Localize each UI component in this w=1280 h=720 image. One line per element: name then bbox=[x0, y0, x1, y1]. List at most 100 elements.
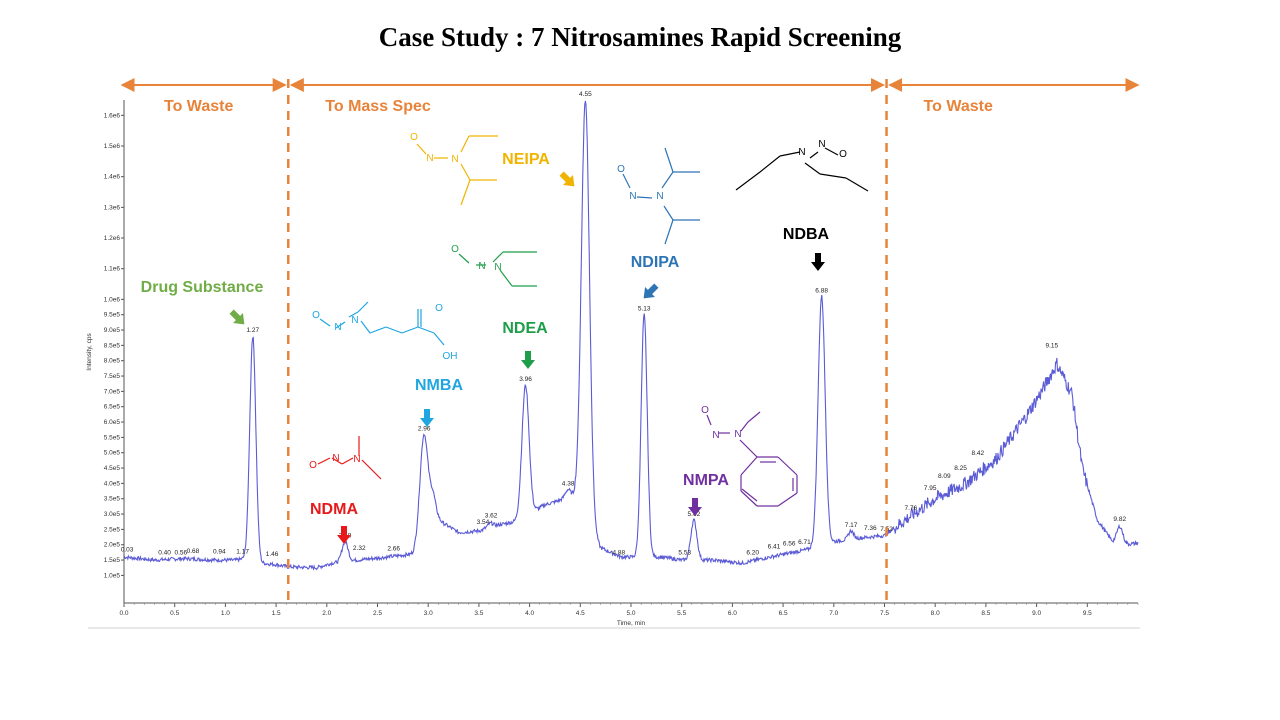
x-tick-label: 9.0 bbox=[1032, 610, 1041, 617]
bond bbox=[741, 488, 758, 502]
y-tick-label: 4.5e5 bbox=[104, 465, 121, 472]
bond bbox=[369, 326, 387, 334]
atom-label: N bbox=[494, 262, 501, 273]
y-tick-label: 7.0e5 bbox=[104, 388, 121, 395]
atom-label: N bbox=[818, 139, 825, 150]
peak-rt-label: 4.88 bbox=[613, 550, 626, 557]
peak-rt-label: 4.38 bbox=[562, 481, 575, 488]
peak-rt-label: 0.68 bbox=[187, 548, 200, 555]
bond bbox=[385, 326, 403, 334]
y-tick-label: 5.0e5 bbox=[104, 450, 121, 457]
bond bbox=[777, 492, 798, 507]
peak-rt-label: 7.36 bbox=[864, 525, 877, 532]
peak-rt-label: 0.40 bbox=[158, 550, 171, 557]
y-tick-label: 8.5e5 bbox=[104, 342, 121, 349]
x-tick-label: 7.0 bbox=[829, 610, 838, 617]
x-axis-title: Time, min bbox=[617, 620, 646, 627]
bond bbox=[417, 326, 435, 334]
peak-rt-label: 9.15 bbox=[1045, 343, 1058, 350]
y-tick-label: 6.0e5 bbox=[104, 419, 121, 426]
x-tick-label: 0.0 bbox=[119, 610, 128, 617]
x-tick-label: 3.0 bbox=[424, 610, 433, 617]
bond bbox=[335, 321, 346, 329]
y-tick-label: 9.0e5 bbox=[104, 327, 121, 334]
bond bbox=[819, 173, 847, 179]
bond bbox=[361, 459, 382, 480]
peak-rt-label: 0.03 bbox=[121, 546, 134, 553]
x-tick-label: 7.5 bbox=[880, 610, 889, 617]
bond bbox=[458, 253, 470, 264]
atom-label: O bbox=[701, 405, 709, 416]
y-tick-label: 1.0e5 bbox=[104, 572, 121, 579]
bond bbox=[636, 196, 653, 199]
peak-rt-label: 7.17 bbox=[845, 522, 858, 529]
bond bbox=[777, 456, 798, 476]
bond bbox=[460, 179, 471, 206]
peak-rt-label: 7.76 bbox=[905, 505, 918, 512]
bond bbox=[401, 326, 419, 334]
peak-rt-label: 3.54 bbox=[477, 519, 490, 526]
compound-label-nmba: NMBA bbox=[415, 377, 463, 394]
peak-rt-label: 8.42 bbox=[971, 450, 984, 457]
y-tick-label: 2.5e5 bbox=[104, 526, 121, 533]
x-tick-label: 2.5 bbox=[373, 610, 382, 617]
y-tick-label: 6.5e5 bbox=[104, 404, 121, 411]
x-tick-label: 6.0 bbox=[728, 610, 737, 617]
bond bbox=[460, 135, 470, 153]
atom-label: N bbox=[798, 147, 805, 158]
bond bbox=[317, 457, 331, 465]
bond bbox=[357, 301, 369, 313]
bond bbox=[499, 269, 513, 287]
atom-label: N bbox=[451, 154, 458, 165]
bond bbox=[824, 147, 839, 156]
compound-label-neipa: NEIPA bbox=[502, 151, 550, 168]
compound-arrow-ndea bbox=[521, 351, 535, 369]
peak-rt-label: 9.82 bbox=[1113, 516, 1126, 523]
bond bbox=[348, 311, 359, 318]
bond bbox=[809, 151, 819, 159]
peak-rt-label: 0.56 bbox=[174, 550, 187, 557]
y-tick-label: 8.0e5 bbox=[104, 358, 121, 365]
x-tick-label: 1.0 bbox=[221, 610, 230, 617]
x-tick-label: 0.5 bbox=[170, 610, 179, 617]
x-tick-label: 5.5 bbox=[677, 610, 686, 617]
structure-ndba: NNO bbox=[735, 139, 869, 192]
compound-arrow-nmba bbox=[420, 409, 434, 427]
peak-rt-label: 6.88 bbox=[815, 287, 828, 294]
atom-label: N bbox=[478, 261, 485, 272]
y-tick-label: 1.6e6 bbox=[104, 112, 121, 119]
peak-rt-label: 1.46 bbox=[266, 551, 279, 558]
bond bbox=[622, 173, 631, 189]
bond bbox=[341, 457, 354, 465]
bond bbox=[433, 332, 445, 346]
peak-rt-label: 1.27 bbox=[246, 327, 259, 334]
y-tick-label: 1.4e6 bbox=[104, 174, 121, 181]
atom-label: N bbox=[332, 453, 339, 464]
y-axis-title: Intensity, cps bbox=[86, 333, 93, 371]
x-tick-label: 4.0 bbox=[525, 610, 534, 617]
bond bbox=[779, 151, 801, 157]
zone-label-to-waste: To Waste bbox=[164, 98, 233, 115]
peak-rt-label: 4.55 bbox=[579, 91, 592, 98]
bond bbox=[845, 177, 869, 192]
peak-rt-label: 2.32 bbox=[353, 545, 366, 552]
zone-label-to-waste: To Waste bbox=[924, 98, 993, 115]
x-tick-label: 8.0 bbox=[931, 610, 940, 617]
atom-label: N bbox=[426, 153, 433, 164]
atom-label: O bbox=[309, 460, 317, 471]
atom-label: N bbox=[656, 191, 663, 202]
compound-label-ndipa: NDIPA bbox=[631, 254, 680, 271]
zone-label-to-mass-spec: To Mass Spec bbox=[325, 98, 431, 115]
compound-arrow-ndma bbox=[337, 526, 351, 544]
y-tick-label: 1.1e6 bbox=[104, 266, 121, 273]
atom-label: N bbox=[351, 315, 358, 326]
atom-label: N bbox=[353, 454, 360, 465]
bond bbox=[319, 318, 331, 327]
y-tick-label: 4.0e5 bbox=[104, 480, 121, 487]
peak-rt-label: 5.53 bbox=[678, 550, 691, 557]
